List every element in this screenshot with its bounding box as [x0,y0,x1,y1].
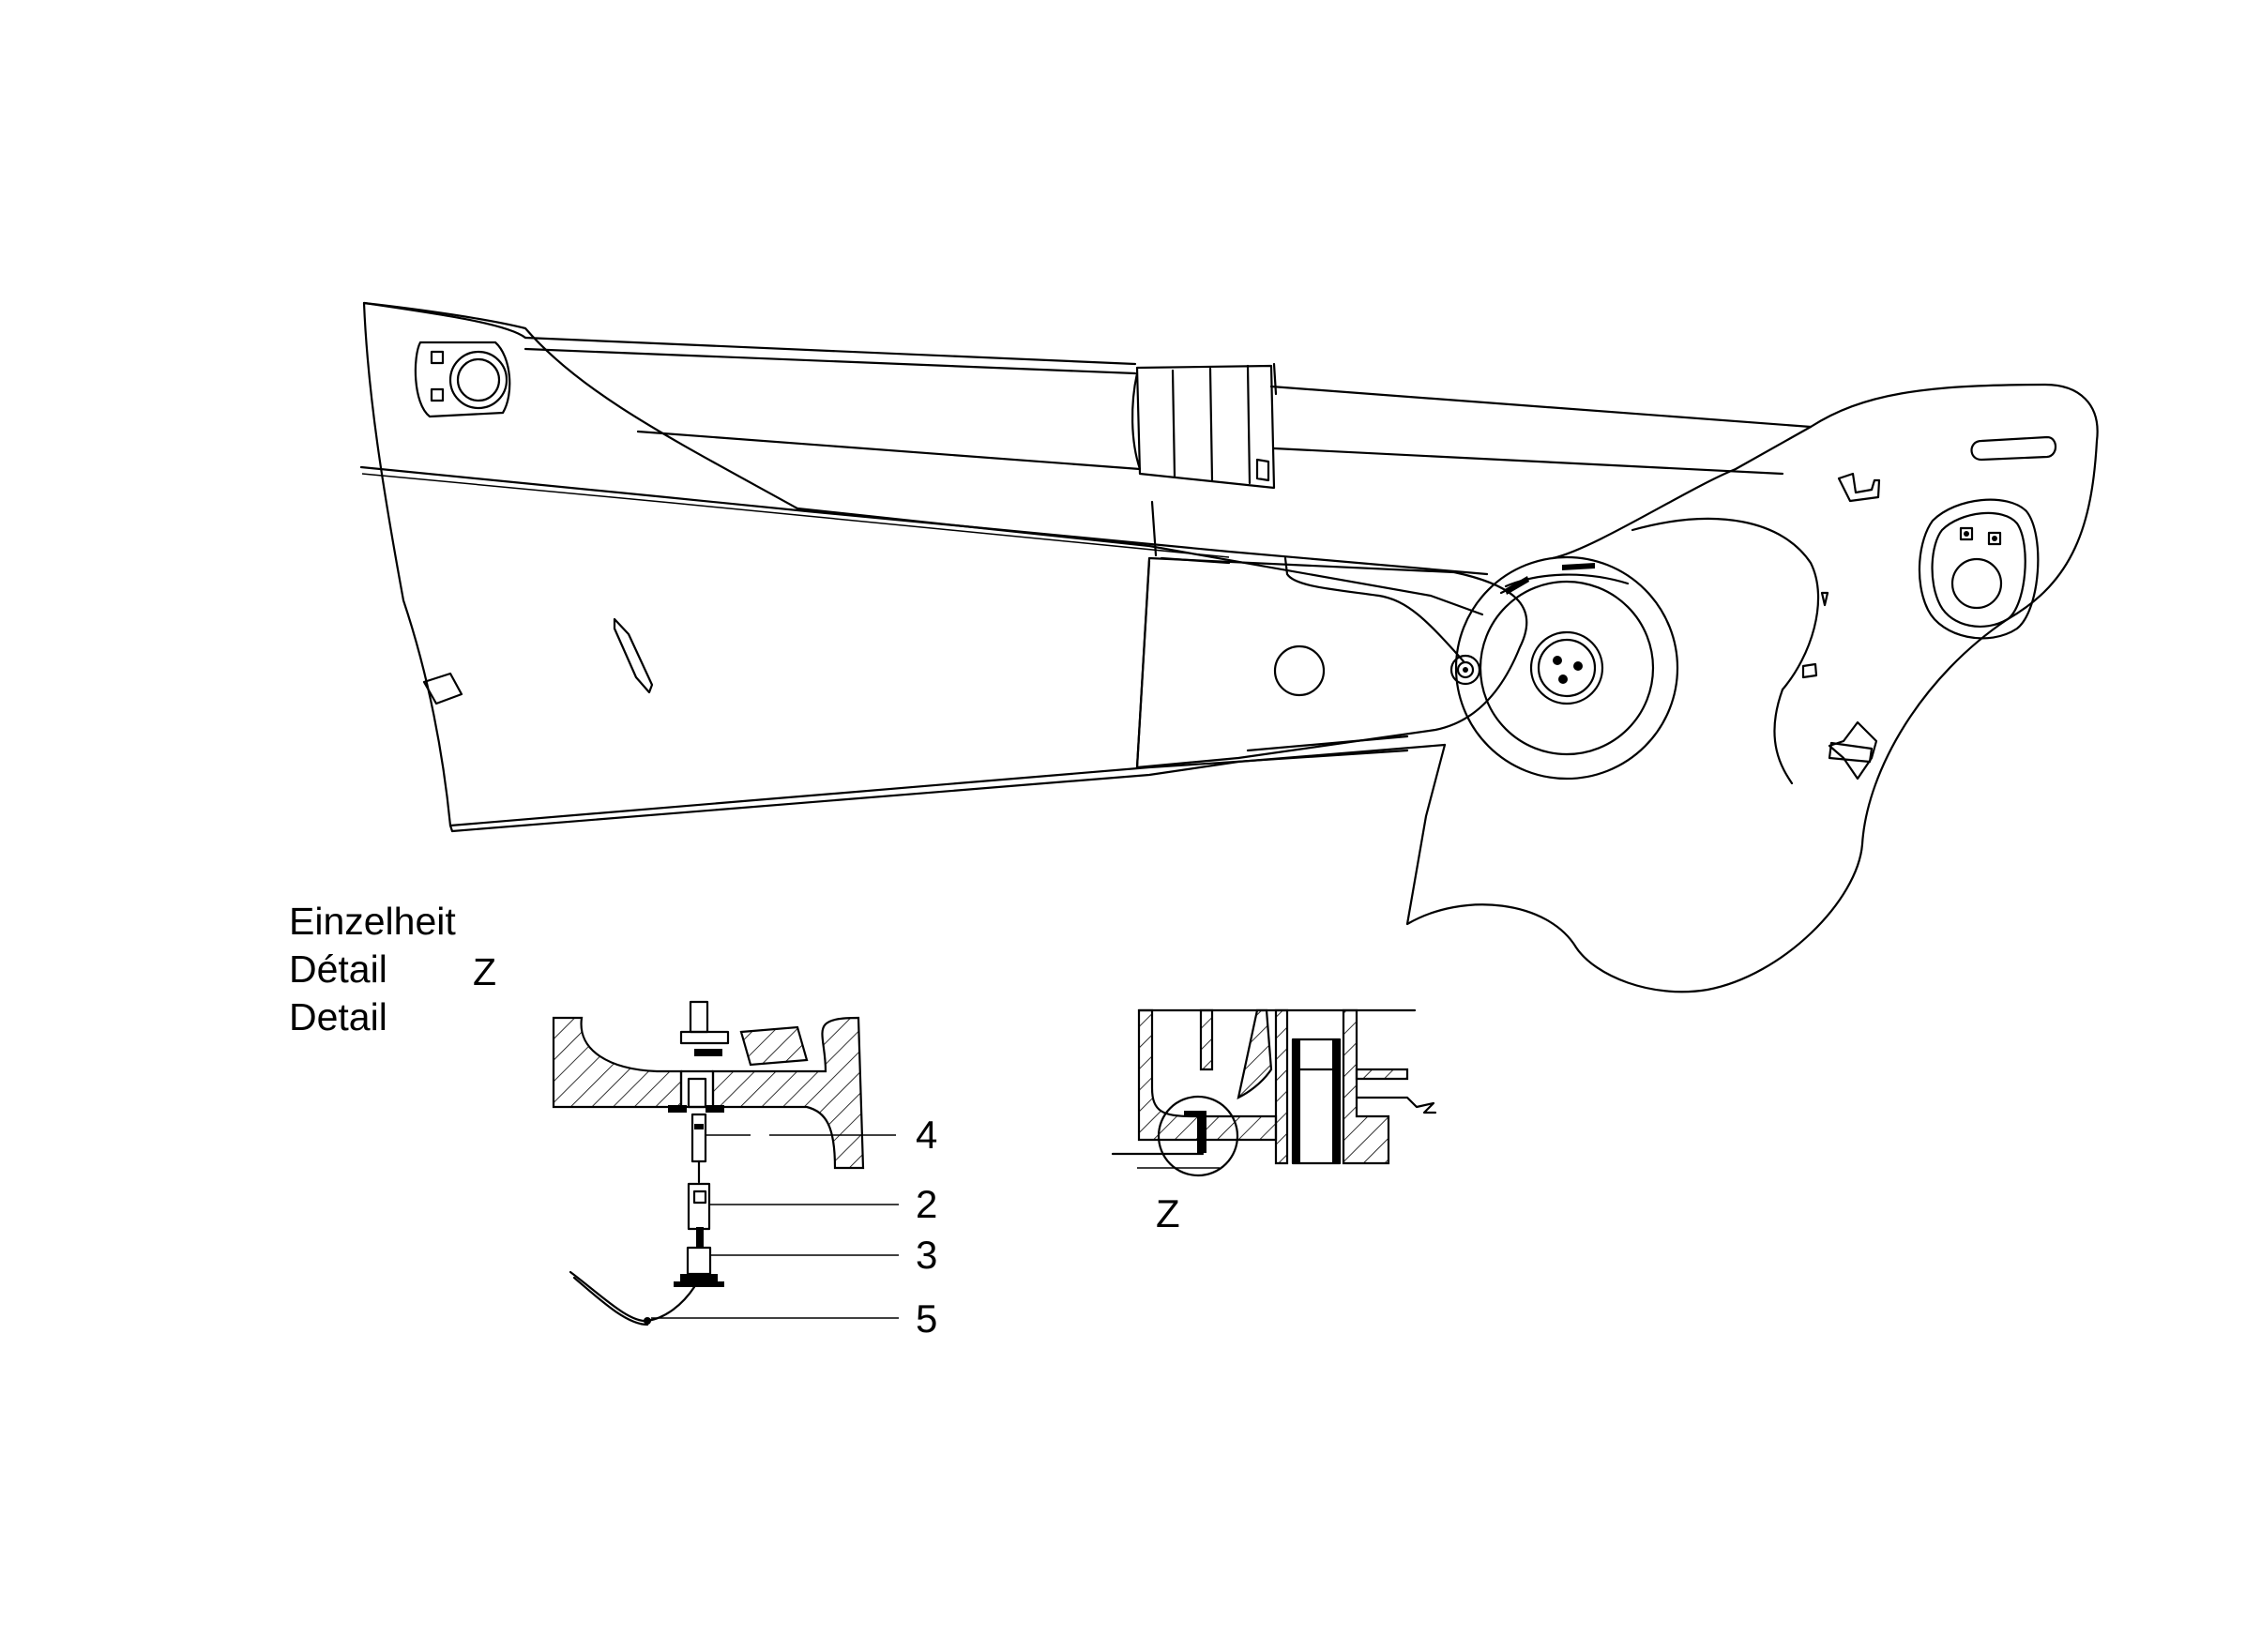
detail-z-part-4 [690,1113,707,1163]
detail-title-marker: Z [473,950,496,993]
boom-head-plate [362,301,527,340]
boom-upper-chord [359,465,1489,576]
link-plate [1135,556,1528,769]
detail-title: Einzelheit Détail Detail Z [289,900,496,1038]
callout-2: 2 [916,1182,937,1226]
detail-z-part-3 [686,1246,712,1276]
callout-4: 4 [916,1113,937,1157]
arm-bracket [1405,383,2099,993]
arm-slot [1970,435,2057,462]
boom-body-outline [362,301,1484,827]
detail-z-bore [679,1069,715,1109]
arm-diamond-bracket [1828,720,1878,781]
detail-title-einzelheit: Einzelheit [289,900,456,943]
boom-tab [422,672,463,705]
detail-z-part-5-hose [569,1270,696,1323]
boom-slot [613,617,654,694]
detail-title-detail-fr: Détail [289,947,387,991]
hydraulic-cylinder [524,336,1813,490]
callout-3: 3 [916,1233,937,1277]
detail-z-view: 4 2 3 5 [552,1000,937,1341]
callout-5: 5 [916,1296,937,1341]
main-pivot [1454,555,1679,781]
arm-clip [1837,472,1881,503]
section-label-z: Z [1156,1191,1180,1235]
section-view: Z [1111,1008,1437,1235]
boom-rib [1150,500,1158,557]
arm-pivot-boss [1918,498,2040,640]
main-pivot-pin [1529,630,1604,705]
section-detail-circle [1157,1095,1239,1177]
boom-head-pivot [448,350,508,410]
detail-z-housing [552,1016,683,1109]
grease-line [1283,556,1465,663]
boom-assembly [359,301,2099,993]
detail-title-detail-en: Detail [289,995,387,1038]
boom-lower-edge [448,743,1447,833]
link-plate-hole [1273,644,1326,697]
